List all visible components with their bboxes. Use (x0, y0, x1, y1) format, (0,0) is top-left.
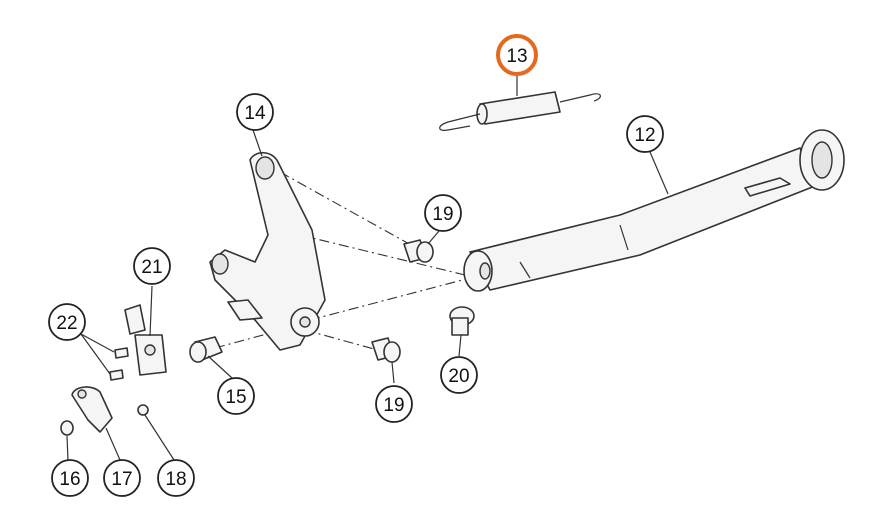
screws[interactable] (109, 347, 129, 381)
washer[interactable] (137, 404, 149, 416)
leader-lines (66, 73, 669, 461)
bolt-lower[interactable] (371, 337, 401, 363)
nut[interactable] (60, 420, 74, 436)
spring[interactable] (439, 91, 601, 131)
assembly-lines (214, 171, 471, 353)
pin[interactable] (449, 306, 475, 336)
callout-15-label: 15 (225, 387, 246, 408)
callout-22[interactable]: 22 (48, 303, 86, 341)
callout-18[interactable]: 18 (157, 459, 195, 497)
callout-13[interactable]: 13 (496, 34, 538, 76)
callout-16[interactable]: 16 (51, 459, 89, 497)
callout-12-label: 12 (634, 125, 655, 146)
callout-13-highlight-ring (496, 34, 538, 76)
clamp[interactable] (71, 386, 113, 433)
callout-19-upper[interactable]: 19 (424, 194, 462, 232)
callout-14-label: 14 (244, 103, 266, 124)
bracket[interactable] (209, 151, 326, 351)
callout-19-lower-label: 19 (383, 395, 404, 416)
callout-21[interactable]: 21 (133, 247, 171, 285)
callout-13-label: 13 (506, 46, 527, 67)
callout-20-label: 20 (448, 366, 469, 387)
callout-17-label: 17 (111, 469, 132, 490)
callout-21-label: 21 (141, 257, 162, 278)
callout-12[interactable]: 12 (626, 115, 664, 153)
side-stand-leg[interactable] (463, 129, 845, 292)
callout-22-label: 22 (56, 313, 77, 334)
bolt-upper[interactable] (403, 239, 434, 263)
callout-20[interactable]: 20 (440, 356, 478, 394)
callout-19-upper-label: 19 (432, 204, 453, 225)
callout-19-lower[interactable]: 19 (375, 385, 413, 423)
callout-15[interactable]: 15 (217, 377, 255, 415)
bushing[interactable] (189, 336, 223, 363)
callout-14[interactable]: 14 (236, 93, 274, 131)
callout-16-label: 16 (59, 469, 80, 490)
switch[interactable] (124, 304, 167, 376)
callout-18-label: 18 (165, 469, 186, 490)
callout-17[interactable]: 17 (103, 459, 141, 497)
